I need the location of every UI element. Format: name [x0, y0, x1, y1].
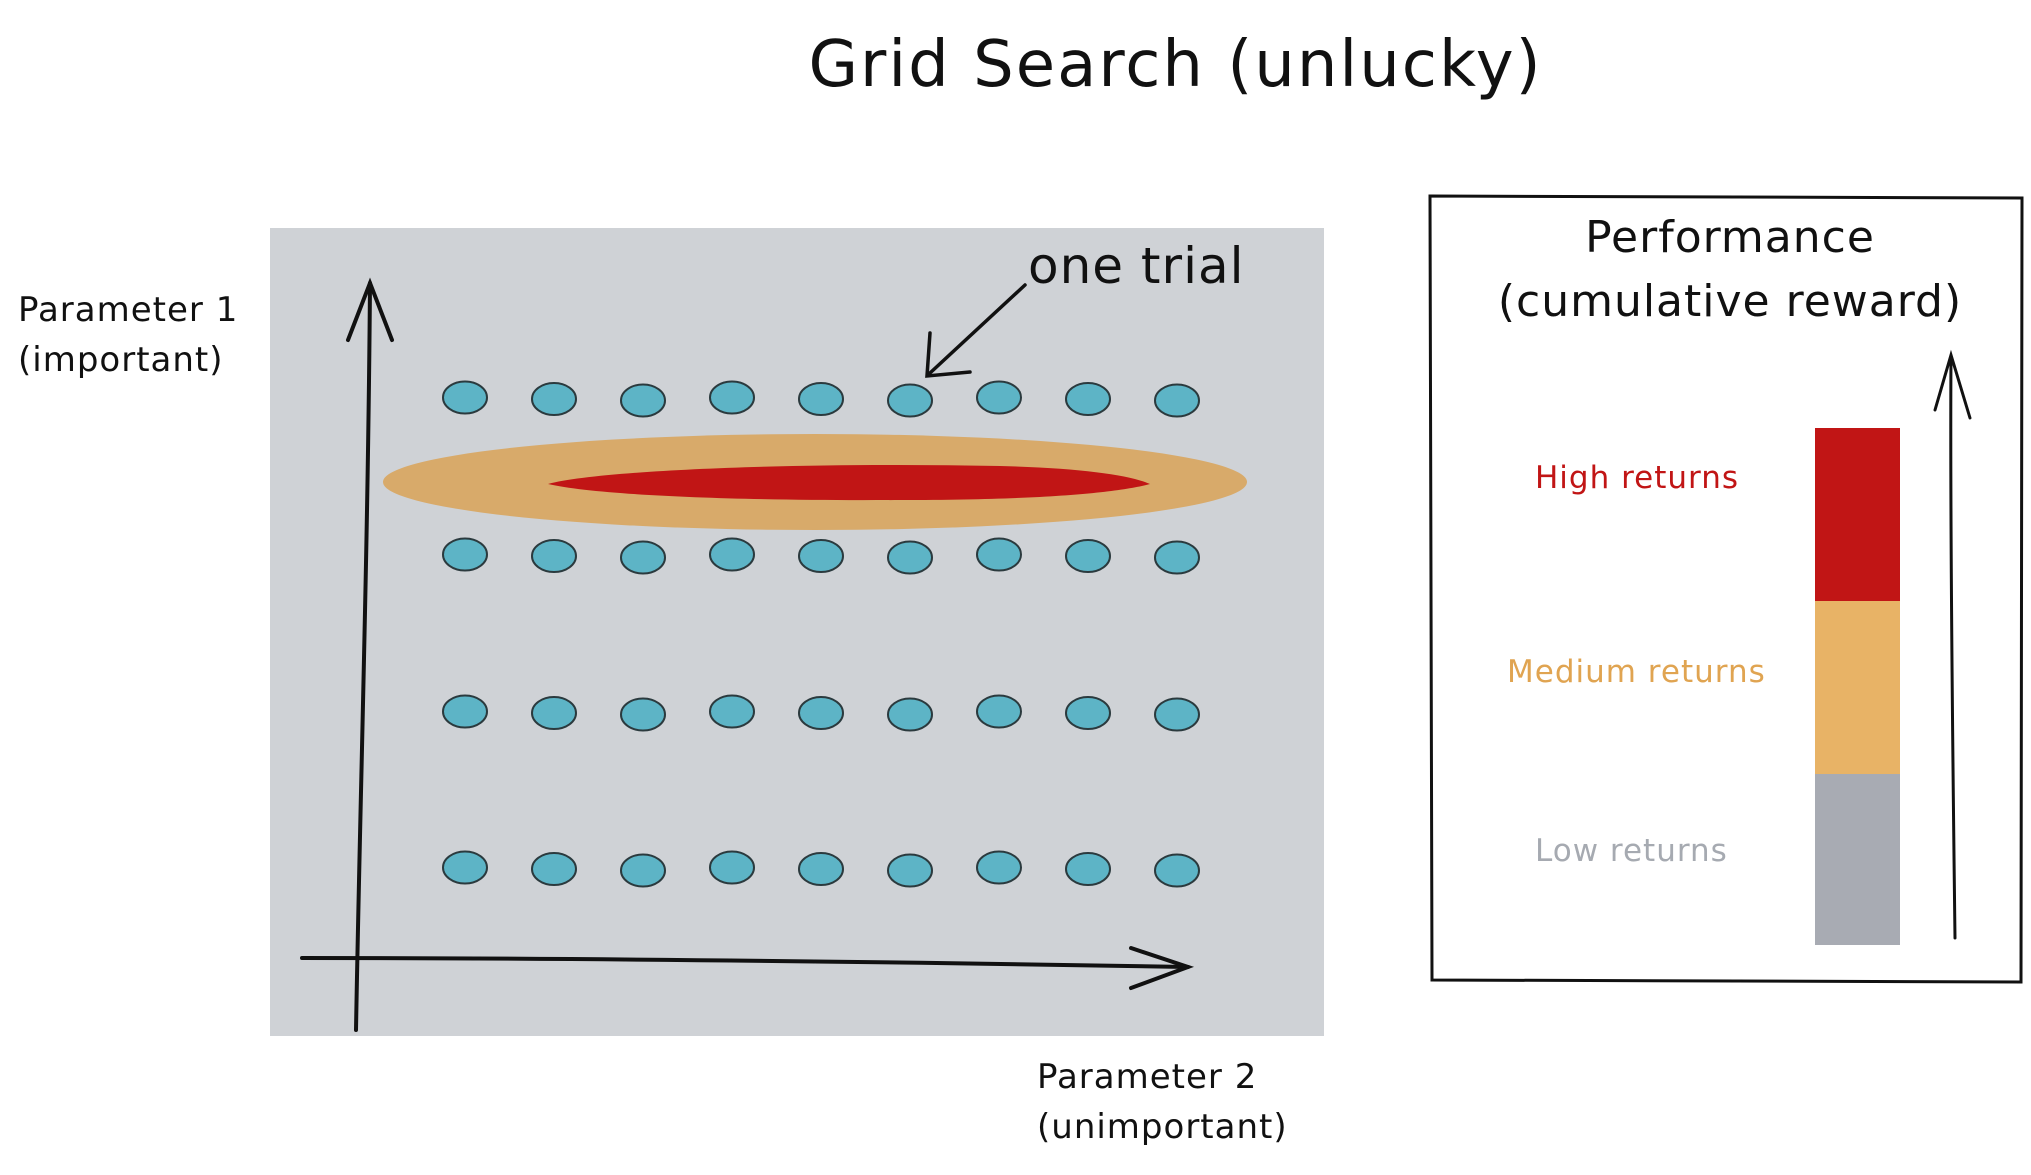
trial-point [976, 380, 1022, 415]
trial-point [531, 696, 577, 730]
one-trial-annotation: one trial [1028, 237, 1245, 295]
trial-point [798, 852, 844, 886]
trial-point [798, 696, 844, 730]
trial-point [620, 853, 666, 888]
trial-point [620, 697, 666, 732]
legend-label-low: Low returns [1535, 833, 1728, 869]
trial-point [442, 694, 488, 729]
trial-point [1065, 852, 1111, 886]
legend-arrow [1933, 349, 1972, 940]
trial-point [709, 850, 755, 885]
high-return-region [548, 464, 1150, 501]
legend-title-line2: (cumulative reward) [1497, 276, 1963, 327]
y-axis-label-line1: Parameter 1 [18, 290, 239, 330]
legend-swatch-medium [1815, 601, 1900, 774]
trial-point [976, 537, 1022, 572]
trial-point [442, 850, 488, 885]
legend-label-medium: Medium returns [1507, 654, 1766, 690]
trial-point [1154, 697, 1200, 732]
trial-point [976, 694, 1022, 729]
legend-swatch-high [1815, 428, 1900, 601]
x-axis-label: Parameter 2 (unimportant) [1037, 1052, 1288, 1152]
plot-area [270, 228, 1324, 1036]
legend-title: Performance (cumulative reward) [1430, 206, 2030, 334]
trial-point [887, 540, 933, 575]
trial-point [1154, 540, 1200, 575]
y-axis-label-line2: (important) [18, 340, 224, 380]
trial-point [442, 380, 488, 415]
legend-label-high: High returns [1535, 460, 1740, 496]
x-axis-arrow [300, 946, 1195, 990]
trial-point [709, 537, 755, 572]
trial-point [1065, 382, 1111, 416]
trial-points [442, 380, 1200, 888]
trial-point [887, 697, 933, 732]
trial-point [976, 850, 1022, 885]
trial-point [887, 383, 933, 418]
x-axis-label-line1: Parameter 2 [1037, 1057, 1258, 1097]
trial-point [1154, 853, 1200, 888]
diagram-title: Grid Search (unlucky) [808, 28, 1543, 102]
y-axis-arrow [346, 277, 394, 1032]
trial-point [1154, 383, 1200, 418]
legend-swatch-low [1815, 774, 1900, 945]
trial-point [531, 539, 577, 573]
y-axis-label: Parameter 1 (important) [18, 285, 238, 385]
x-axis-label-line2: (unimportant) [1037, 1107, 1288, 1147]
one-trial-arrow [925, 283, 1027, 378]
legend-title-line1: Performance [1585, 212, 1875, 263]
trial-point [1065, 696, 1111, 730]
trial-point [531, 852, 577, 886]
trial-point [798, 382, 844, 416]
trial-point [620, 383, 666, 418]
trial-point [1065, 539, 1111, 573]
legend-box [1428, 194, 2024, 984]
trial-point [798, 539, 844, 573]
trial-point [709, 694, 755, 729]
trial-point [531, 382, 577, 416]
trial-point [442, 537, 488, 572]
trial-point [709, 380, 755, 415]
trial-point [620, 540, 666, 575]
trial-point [887, 853, 933, 888]
